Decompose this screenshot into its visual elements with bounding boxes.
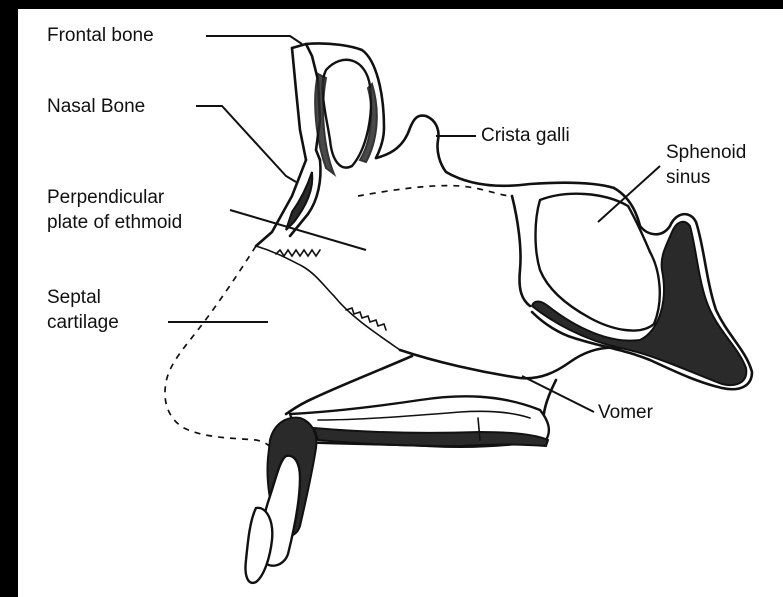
palatal-crest [290, 396, 549, 446]
frontal-bone-leader [206, 36, 302, 44]
label-vomer: Vomer [598, 401, 653, 424]
frontal-bone [292, 43, 384, 174]
label-sphenoid-line1: Sphenoid [666, 141, 746, 164]
premaxilla-incisor [245, 418, 316, 583]
septal-cartilage-outline [165, 246, 270, 448]
label-septal-line1: Septal [47, 286, 101, 309]
cribriform-dashed-line [358, 186, 512, 196]
nasal-bone-leader [196, 106, 296, 182]
label-sphenoid-line2: sinus [666, 166, 710, 189]
label-crista-galli: Crista galli [481, 124, 570, 147]
label-perpendicular-line1: Perpendicular [47, 186, 164, 209]
label-perpendicular-line2: plate of ethmoid [47, 211, 182, 234]
sphenoid-bone [532, 188, 752, 389]
label-nasal-bone: Nasal Bone [47, 95, 145, 118]
label-frontal-bone: Frontal bone [47, 24, 154, 47]
label-septal-line2: cartilage [47, 311, 119, 334]
